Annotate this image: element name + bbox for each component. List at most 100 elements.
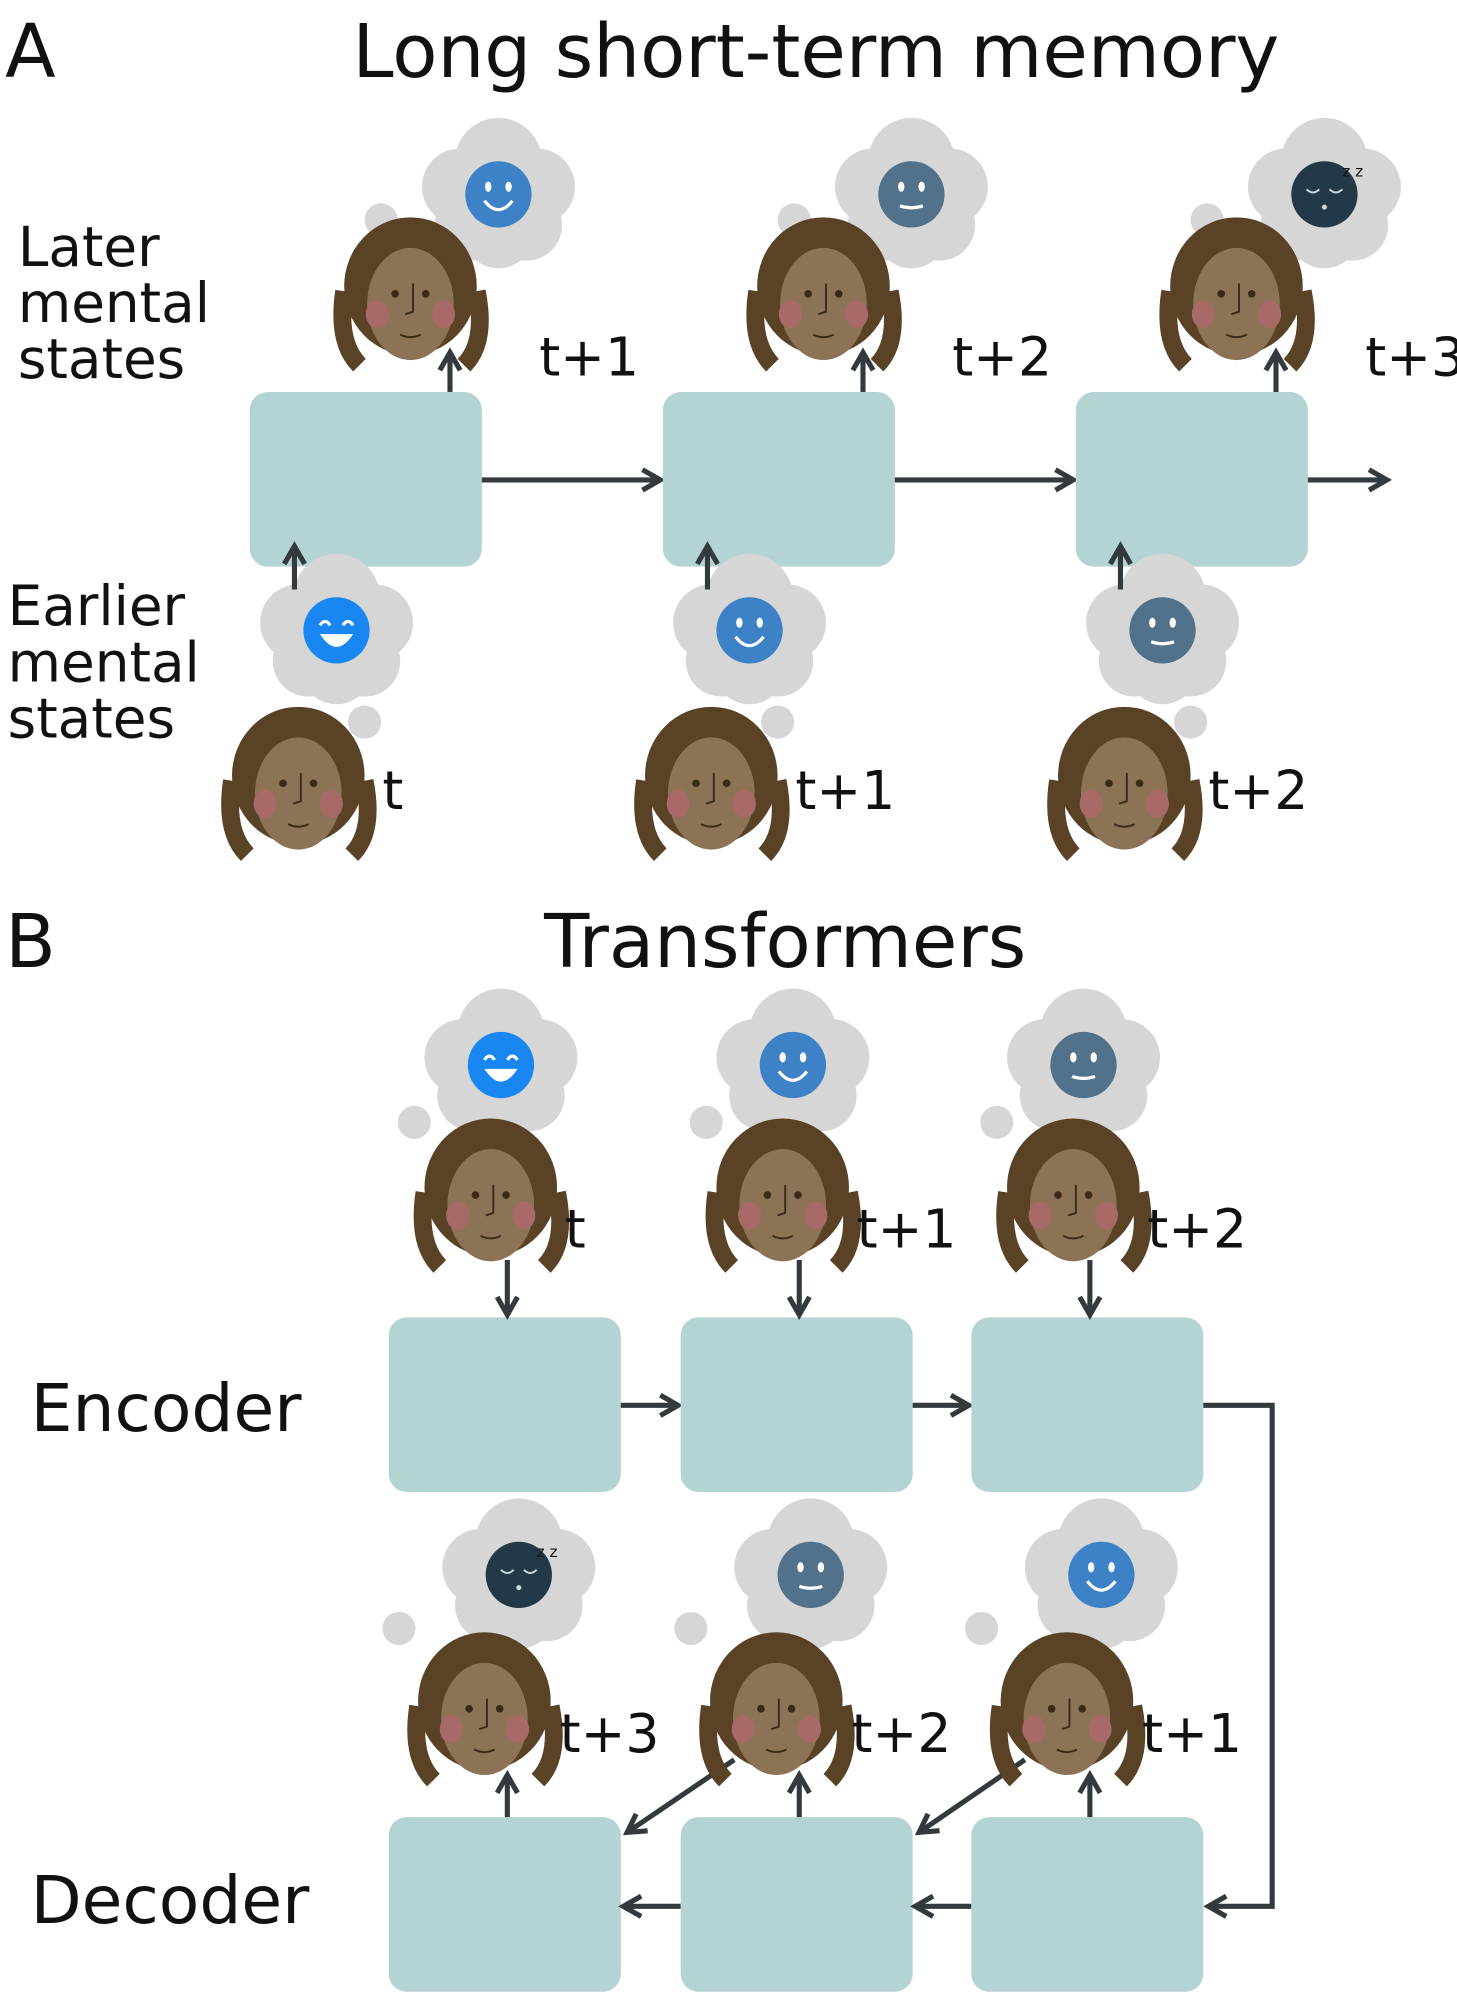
- eye: [834, 289, 843, 298]
- hair-curls: [407, 1704, 563, 1787]
- cheek: [1028, 1201, 1052, 1230]
- nose-mouth: [287, 773, 309, 828]
- person-avatar: [989, 1632, 1146, 1787]
- eye: [918, 181, 925, 192]
- smile: [483, 199, 514, 212]
- fringe: [787, 235, 865, 254]
- face: [667, 737, 755, 850]
- eye: [898, 181, 905, 192]
- eye: [309, 779, 318, 788]
- fringe: [1200, 235, 1278, 254]
- closed-eyes: [1305, 188, 1343, 194]
- eye: [505, 181, 512, 192]
- cheek: [845, 300, 869, 329]
- eye: [763, 1191, 772, 1199]
- block-box: [971, 1817, 1204, 1992]
- eye: [1135, 779, 1144, 788]
- time-label: t+1: [1142, 1702, 1242, 1765]
- nose-mouth: [473, 1698, 496, 1754]
- decoder-label: Decoder: [31, 1861, 311, 1939]
- eye: [1105, 779, 1113, 788]
- hair-curls: [989, 1704, 1146, 1787]
- block-box: [662, 391, 895, 567]
- eye: [692, 779, 700, 788]
- smile: [1071, 1074, 1096, 1080]
- hair-curls: [634, 779, 790, 861]
- zz-text: z z: [1342, 163, 1363, 181]
- cheek: [797, 1715, 821, 1744]
- mood-emoji-sleepy-icon: z z: [485, 1541, 558, 1609]
- eye: [1078, 1704, 1087, 1713]
- mood-emoji-calm-icon: [878, 161, 945, 228]
- person-avatar: [996, 1118, 1152, 1273]
- face: [447, 1149, 535, 1262]
- panel-b-title: Transformers: [543, 899, 1026, 985]
- cheek: [778, 300, 802, 329]
- earlier-label-line: mental: [8, 630, 200, 694]
- face: [441, 1662, 528, 1776]
- thought-bubble-small: [397, 1105, 431, 1139]
- eye: [502, 1191, 510, 1199]
- eye: [736, 617, 743, 628]
- cheek: [804, 1201, 828, 1230]
- cheek: [253, 789, 277, 818]
- fringe: [1037, 1136, 1115, 1155]
- nose-mouth: [1113, 773, 1135, 828]
- nose-mouth: [765, 1698, 787, 1754]
- earlier-states-label: Earlier mental states: [8, 574, 200, 750]
- thought-bubble-small: [980, 1105, 1014, 1139]
- emoji-face: [1291, 161, 1358, 228]
- time-label: t: [565, 1197, 586, 1260]
- mood-emoji-calm-icon: [777, 1541, 844, 1609]
- emoji-face: [878, 161, 945, 228]
- later-label-line: states: [18, 327, 185, 391]
- block-box: [388, 1317, 621, 1493]
- thought-bubble-small: [689, 1105, 723, 1139]
- block-box: [1075, 391, 1308, 567]
- hair-curls: [699, 1704, 855, 1787]
- thought-cloud: [980, 988, 1160, 1139]
- eye: [495, 1704, 504, 1713]
- later-states-label: Later mental states: [18, 215, 210, 391]
- nose-mouth: [812, 283, 835, 339]
- emoji-face: [485, 1541, 552, 1609]
- cheek: [439, 1715, 463, 1744]
- eye: [756, 617, 763, 628]
- emoji-face: [716, 597, 783, 664]
- zz-text: z z: [537, 1543, 558, 1561]
- person-avatar: [699, 1632, 855, 1787]
- face: [1023, 1662, 1111, 1776]
- block-box: [971, 1317, 1204, 1493]
- mood-emoji-happy-icon: [1068, 1541, 1135, 1609]
- mood-emoji-calm-icon: [1129, 597, 1196, 664]
- thought-cloud: [673, 553, 827, 739]
- eye: [779, 1052, 786, 1063]
- mood-emoji-excited-icon: [467, 1031, 535, 1099]
- time-label: t+2: [1147, 1197, 1247, 1260]
- panel-a-letter: A: [5, 9, 56, 95]
- time-label: t+3: [560, 1702, 660, 1765]
- time-label: t: [382, 759, 403, 822]
- person-avatar: [333, 217, 489, 372]
- mood-emoji-happy-icon: [759, 1031, 827, 1099]
- thought-cloud: [364, 117, 575, 269]
- mood-emoji-sleepy-icon: z z: [1291, 161, 1363, 228]
- cheek: [365, 300, 389, 329]
- cheek: [1191, 300, 1215, 329]
- hair-curls: [996, 1190, 1152, 1273]
- fringe: [455, 1136, 532, 1155]
- cheek: [738, 1201, 762, 1230]
- hair-curls: [746, 289, 902, 372]
- eye: [1149, 617, 1156, 628]
- open-smile: [484, 1068, 518, 1082]
- emoji-face: [759, 1031, 827, 1099]
- eye: [421, 289, 430, 298]
- mouth: [516, 1585, 522, 1591]
- cheek: [1088, 1715, 1112, 1744]
- thought-bubble-small: [382, 1611, 416, 1646]
- hair-curls: [221, 779, 377, 861]
- fringe: [374, 235, 452, 254]
- nose-mouth: [1225, 283, 1248, 339]
- thought-bubble-small: [1174, 705, 1208, 739]
- fringe: [740, 1650, 818, 1668]
